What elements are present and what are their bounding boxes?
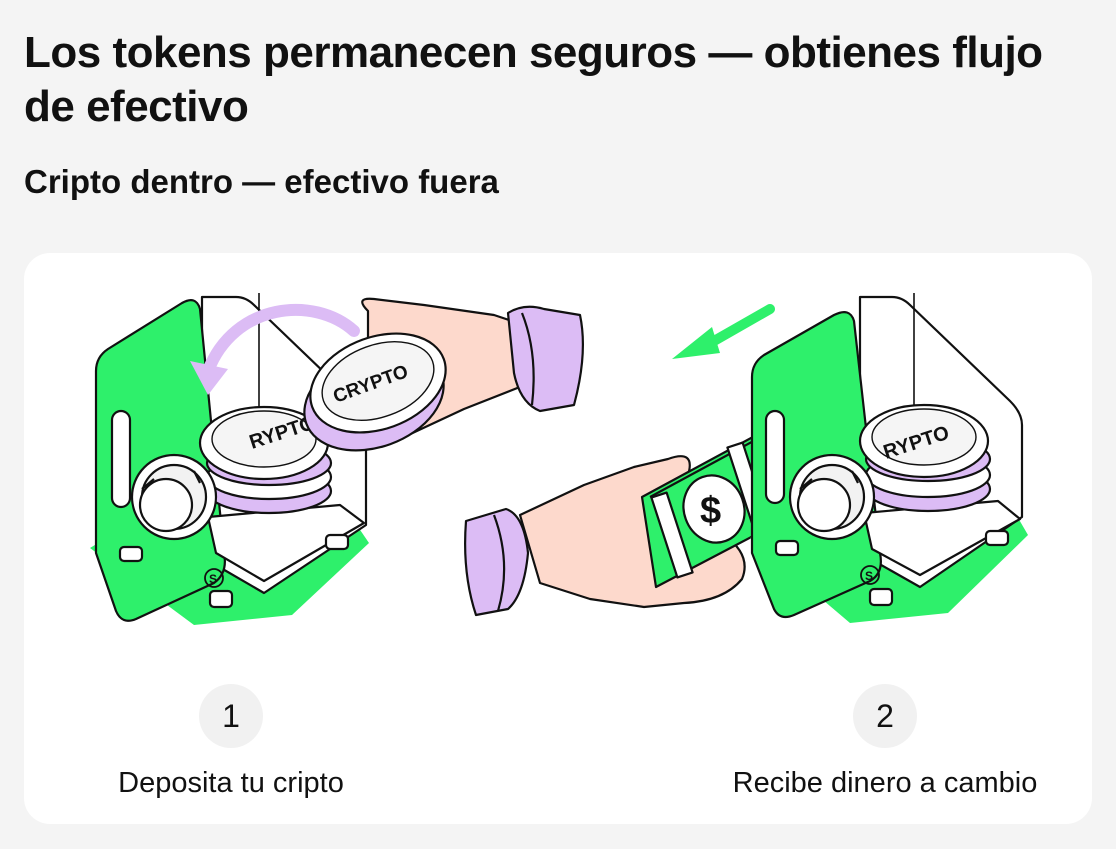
step-receive: 2 Recibe dinero a cambio bbox=[685, 684, 1085, 803]
process-illustration: RYPTO S C bbox=[90, 293, 1028, 625]
page-title: Los tokens permanecen seguros — obtienes… bbox=[24, 28, 1043, 131]
right-safe-logo: S bbox=[865, 569, 873, 583]
step-label: Deposita tu cripto bbox=[118, 767, 344, 799]
page-subtitle: Cripto dentro — efectivo fuera bbox=[24, 163, 499, 200]
left-safe-logo: S bbox=[209, 572, 217, 586]
step-deposit: 1 Deposita tu cripto bbox=[31, 684, 431, 803]
left-safe: RYPTO S bbox=[90, 293, 369, 625]
step-number-badge: 2 bbox=[853, 684, 917, 748]
right-safe: RYPTO S bbox=[750, 293, 1028, 623]
deposit-arrow-icon bbox=[190, 303, 360, 395]
hand-with-cash: $ bbox=[464, 429, 780, 617]
bill-symbol: $ bbox=[700, 490, 721, 532]
hand-with-coin: CRYPTO bbox=[303, 297, 584, 452]
illustration-card: RYPTO S C bbox=[24, 253, 1092, 824]
step-label: Recibe dinero a cambio bbox=[732, 767, 1038, 799]
step-number-badge: 1 bbox=[199, 684, 263, 748]
receive-arrow-icon bbox=[672, 304, 775, 359]
